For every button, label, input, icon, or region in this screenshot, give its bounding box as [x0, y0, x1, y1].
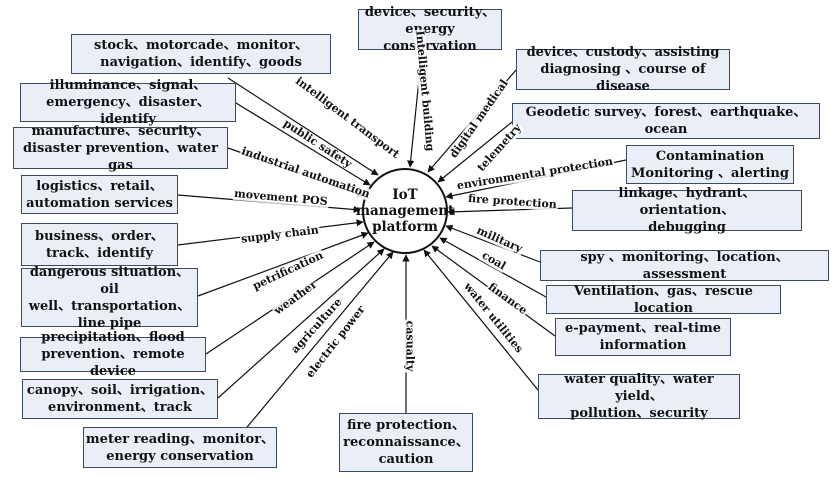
box-electric-power: meter reading、monitor、 energy conservati…	[83, 427, 277, 468]
box-finance: e-payment、real-time information	[555, 318, 731, 356]
iot-management-platform: IoT management platform	[356, 168, 454, 254]
link-water-utilities	[423, 249, 539, 391]
box-water-utilities: water quality、water yield、 pollution、sec…	[538, 372, 740, 421]
box-supply-chain: business、order、 track、identify	[21, 223, 178, 266]
box-fire-protection: linkage、hydrant、orientation、 debugging	[572, 186, 802, 235]
box-industrial-automation: manufacture、security、 disaster preventio…	[13, 124, 228, 173]
link-telemetry	[437, 121, 513, 183]
box-intelligent-building: device、security、 energy conservation	[358, 5, 502, 54]
box-coal: Ventilation、gas、rescue location	[546, 284, 781, 316]
box-environmental-protection: Contamination Monitoring 、alerting	[626, 145, 794, 184]
link-public-safety	[235, 102, 371, 186]
box-intelligent-transport: stock、motorcade、monitor、 navigation、iden…	[71, 34, 331, 74]
label-casualty: casualty	[403, 319, 417, 373]
link-electric-power	[242, 251, 394, 433]
link-agriculture	[217, 248, 385, 399]
box-petrification: dangerous situation、oil well、transportat…	[21, 265, 198, 331]
box-military: spy 、monitoring、location、assessment	[540, 250, 829, 282]
box-casualty: fire protection、 reconnaissance、 caution	[339, 413, 473, 472]
box-movement-pos: logistics、retail、 automation services	[21, 175, 178, 214]
box-agriculture: canopy、soil、irrigation、 environment、trac…	[22, 379, 218, 419]
box-telemetry: Geodetic survey、forest、earthquake、ocean	[512, 103, 820, 139]
box-public-safety: illuminance、signal、 emergency、disaster、i…	[20, 78, 236, 127]
box-digital-medical: device、custody、assisting diagnosing 、cou…	[516, 45, 730, 94]
box-weather: precipitation、flood prevention、remote de…	[20, 330, 206, 379]
